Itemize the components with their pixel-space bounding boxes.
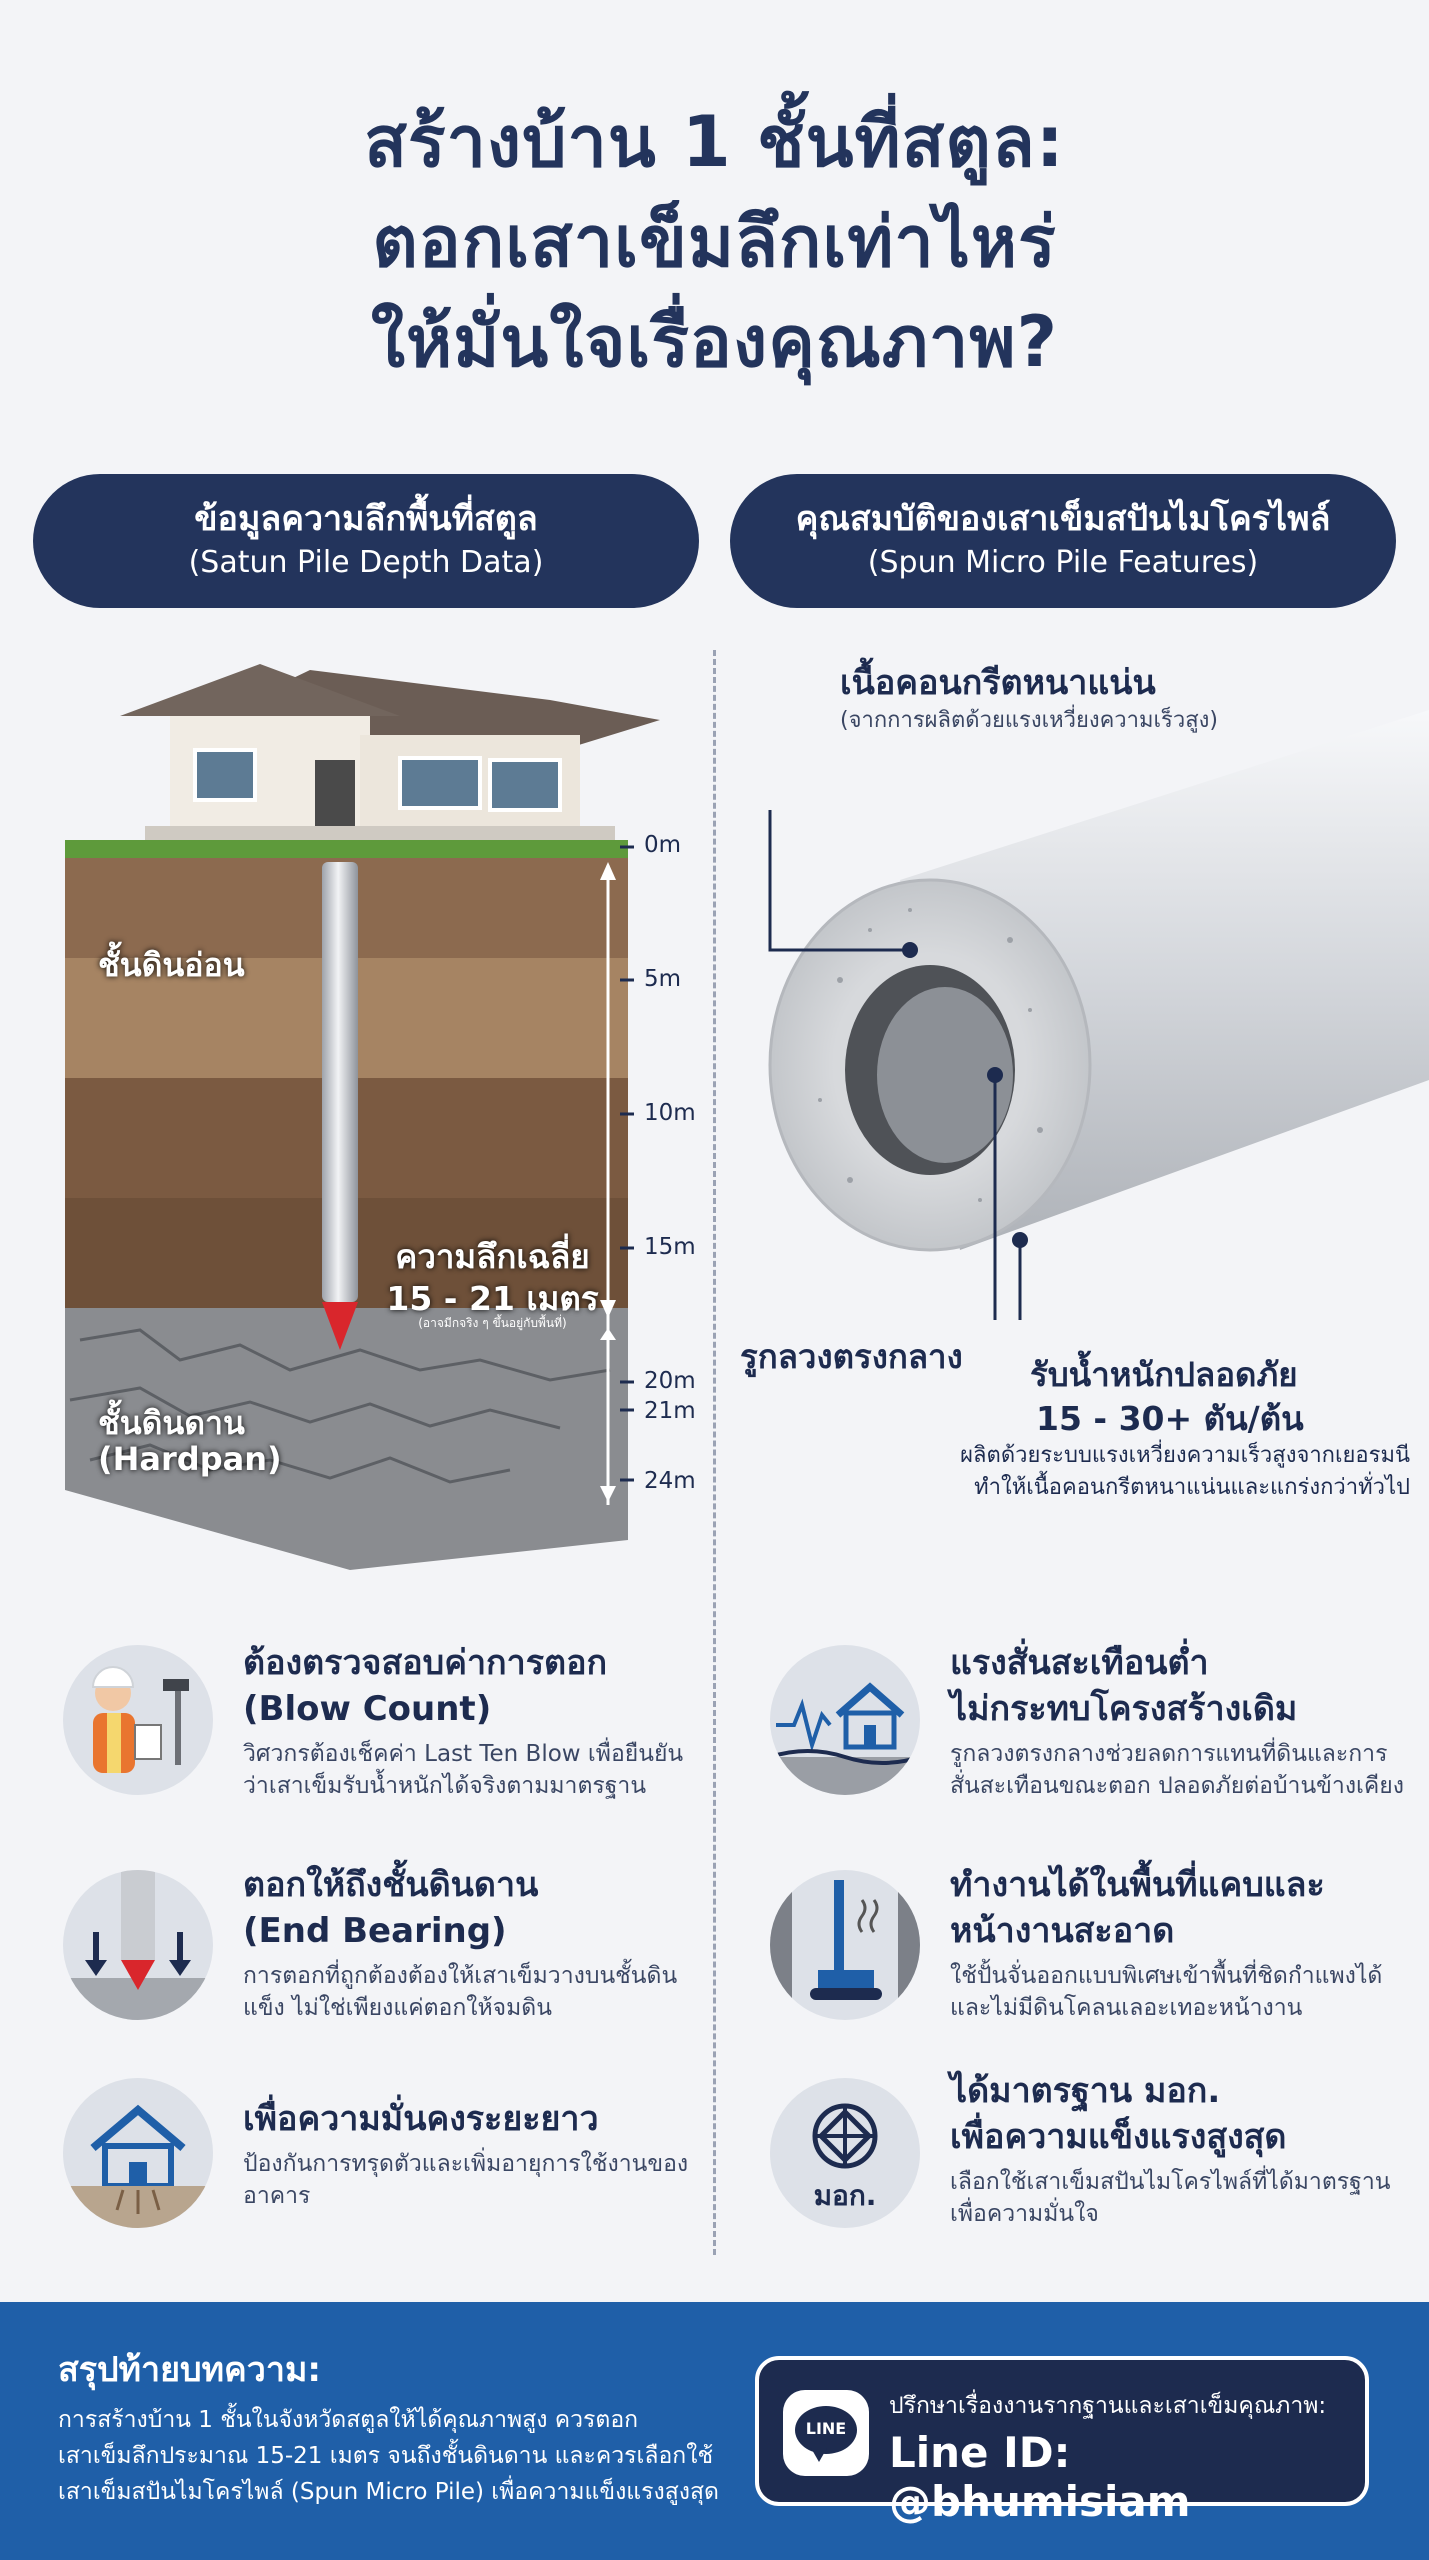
line-logo-text: LINE [805,2419,847,2438]
feature-blow-count-desc: วิศวกรต้องเช็คค่า Last Ten Blow เพื่อยืน… [243,1741,684,1799]
right-header-en: (Spun Micro Pile Features) [867,545,1259,580]
feature-low-vibration: แรงสั่นสะเทือนต่ำ ไม่กระทบโครงสร้างเดิม … [950,1640,1410,1802]
title-line-2: ตอกเสาเข็มลึกเท่าไหร่ [372,201,1057,283]
line-contact-button[interactable]: LINE ปรึกษาเรื่องงานรากฐานและเสาเข็มคุณภ… [755,2356,1369,2526]
concrete-title: เนื้อคอนกรีตหนาแน่น [840,663,1156,703]
feature-low-vibration-title-1: แรงสั่นสะเทือนต่ำ [950,1643,1209,1683]
feature-tis-standard: ได้มาตรฐาน มอก. เพื่อความแข็งแรงสูงสุด เ… [950,2068,1410,2230]
hole-label: รูกลวงตรงกลาง [740,1337,963,1376]
depth-marker-24: 24m [644,1468,696,1494]
avg-depth-note: (อาจมีกจริง ๆ ขึ้นอยู่กับพื้นที่) [418,1316,567,1330]
feature-long-term: เพื่อความมั่นคงระยะยาว ป้องกันการทรุดตัว… [243,2096,693,2212]
engineer-icon [63,1645,213,1795]
end-bearing-icon [63,1870,213,2020]
feature-tis-standard-desc: เลือกใช้เสาเข็มสปันไมโครไพล์ที่ได้มาตรฐา… [950,2169,1391,2227]
page-title: สร้างบ้าน 1 ชั้นที่สตูล: ตอกเสาเข็มลึกเท… [0,92,1429,392]
depth-marker-10: 10m [644,1100,696,1126]
tis-badge-text: มอก. [813,2179,877,2212]
soil-cross-section-illustration [65,664,660,1570]
concrete-subtitle: (จากการผลิตด้วยแรงเหวี่ยงความเร็วสูง) [840,708,1218,733]
pile-desc-line-2: ทำให้เนื้อคอนกรีตหนาแน่นและแกร่งกว่าทั่ว… [974,1475,1410,1500]
center-divider [713,650,716,2255]
feature-end-bearing-title-2: (End Bearing) [243,1911,507,1951]
depth-marker-21: 21m [644,1398,696,1424]
summary-line-2: เสาเข็มลึกประมาณ 15-21 เมตร จนถึงชั้นดิน… [58,2443,714,2469]
feature-long-term-title: เพื่อความมั่นคงระยะยาว [243,2099,599,2139]
right-section-header: คุณสมบัติของเสาเข็มสปันไมโครไพล์ (Spun M… [730,474,1396,608]
title-line-3: ให้มั่นใจเรื่องคุณภาพ? [370,301,1059,383]
feature-blow-count-title-1: ต้องตรวจสอบค่าการตอก [243,1643,608,1683]
title-line-1: สร้างบ้าน 1 ชั้นที่สตูล: [364,101,1065,183]
feature-tis-standard-title-1: ได้มาตรฐาน มอก. [950,2071,1221,2111]
summary-title: สรุปท้ายบทความ: [58,2350,321,2390]
summary-line-1: การสร้างบ้าน 1 ชั้นในจังหวัดสตูลให้ได้คุ… [58,2407,639,2433]
depth-marker-0: 0m [644,832,682,858]
hardpan-label-en: (Hardpan) [98,1440,282,1478]
feature-end-bearing: ตอกให้ถึงชั้นดินดาน (End Bearing) การตอก… [243,1862,693,2024]
feature-blow-count: ต้องตรวจสอบค่าการตอก (Blow Count) วิศวกร… [243,1640,693,1802]
line-logo-icon: LINE [783,2390,869,2476]
feature-low-vibration-desc: รูกลวงตรงกลางช่วยลดการแทนที่ดินและการสั่… [950,1741,1405,1799]
load-title: รับน้ำหนักปลอดภัย [1030,1355,1298,1394]
feature-narrow-site-title-1: ทำงานได้ในพื้นที่แคบและ [950,1865,1325,1905]
feature-tis-standard-title-2: เพื่อความแข็งแรงสูงสุด [950,2117,1287,2157]
house-icon [120,664,660,840]
summary-footer: สรุปท้ายบทความ: การสร้างบ้าน 1 ชั้นในจัง… [0,2302,1429,2560]
summary-line-3: เสาเข็มสปันไมโครไพล์ (Spun Micro Pile) เ… [58,2479,719,2505]
left-header-th: ข้อมูลความลึกพื้นที่สตูล [194,499,538,539]
depth-marker-15: 15m [644,1234,696,1260]
pile-tip-icon [322,1302,358,1350]
depth-marker-5: 5m [644,966,682,992]
feature-end-bearing-desc: การตอกที่ถูกต้องต้องให้เสาเข็มวางบนชั้นด… [243,1963,678,2021]
house-foundation-icon [63,2078,213,2228]
feature-low-vibration-title-2: ไม่กระทบโครงสร้างเดิม [950,1689,1298,1729]
feature-narrow-site: ทำงานได้ในพื้นที่แคบและ หน้างานสะอาด ใช้… [950,1862,1410,2024]
left-section-header: ข้อมูลความลึกพื้นที่สตูล (Satun Pile Dep… [33,474,699,608]
load-value: 15 - 30+ ตัน/ต้น [1036,1399,1304,1438]
left-header-en: (Satun Pile Depth Data) [188,545,544,580]
soft-soil-label: ชั้นดินอ่อน [98,946,245,984]
line-id: Line ID: @bhumisiam [889,2428,1191,2526]
feature-end-bearing-title-1: ตอกให้ถึงชั้นดินดาน [243,1865,539,1905]
pile-description: ผลิตด้วยระบบแรงเหวี่ยงความเร็วสูงจากเยอร… [880,1440,1410,1504]
right-header-th: คุณสมบัติของเสาเข็มสปันไมโครไพล์ [795,499,1331,539]
feature-long-term-desc: ป้องกันการทรุดตัวและเพิ่มอายุการใช้งานขอ… [243,2151,689,2209]
depth-marker-20: 20m [644,1368,696,1394]
pile-desc-line-1: ผลิตด้วยระบบแรงเหวี่ยงความเร็วสูงจากเยอร… [960,1443,1410,1468]
summary-text: การสร้างบ้าน 1 ชั้นในจังหวัดสตูลให้ได้คุ… [58,2402,738,2510]
tis-standard-icon: มอก. [770,2078,920,2228]
feature-narrow-site-desc: ใช้ปั้นจั่นออกแบบพิเศษเข้าพื้นที่ชิดกำแพ… [950,1963,1383,2021]
avg-depth-value: 15 - 21 เมตร [386,1279,599,1318]
feature-narrow-site-title-2: หน้างานสะอาด [950,1911,1175,1951]
spun-pile-illustration [768,710,1429,1320]
pile-rig-icon [770,1870,920,2020]
line-contact-subtitle: ปรึกษาเรื่องงานรากฐานและเสาเข็มคุณภาพ: [889,2393,1327,2419]
vibration-house-icon [770,1645,920,1795]
hardpan-label-th: ชั้นดินดาน [98,1404,245,1442]
avg-depth-label: ความลึกเฉลี่ย [395,1237,590,1276]
feature-blow-count-title-2: (Blow Count) [243,1689,492,1729]
